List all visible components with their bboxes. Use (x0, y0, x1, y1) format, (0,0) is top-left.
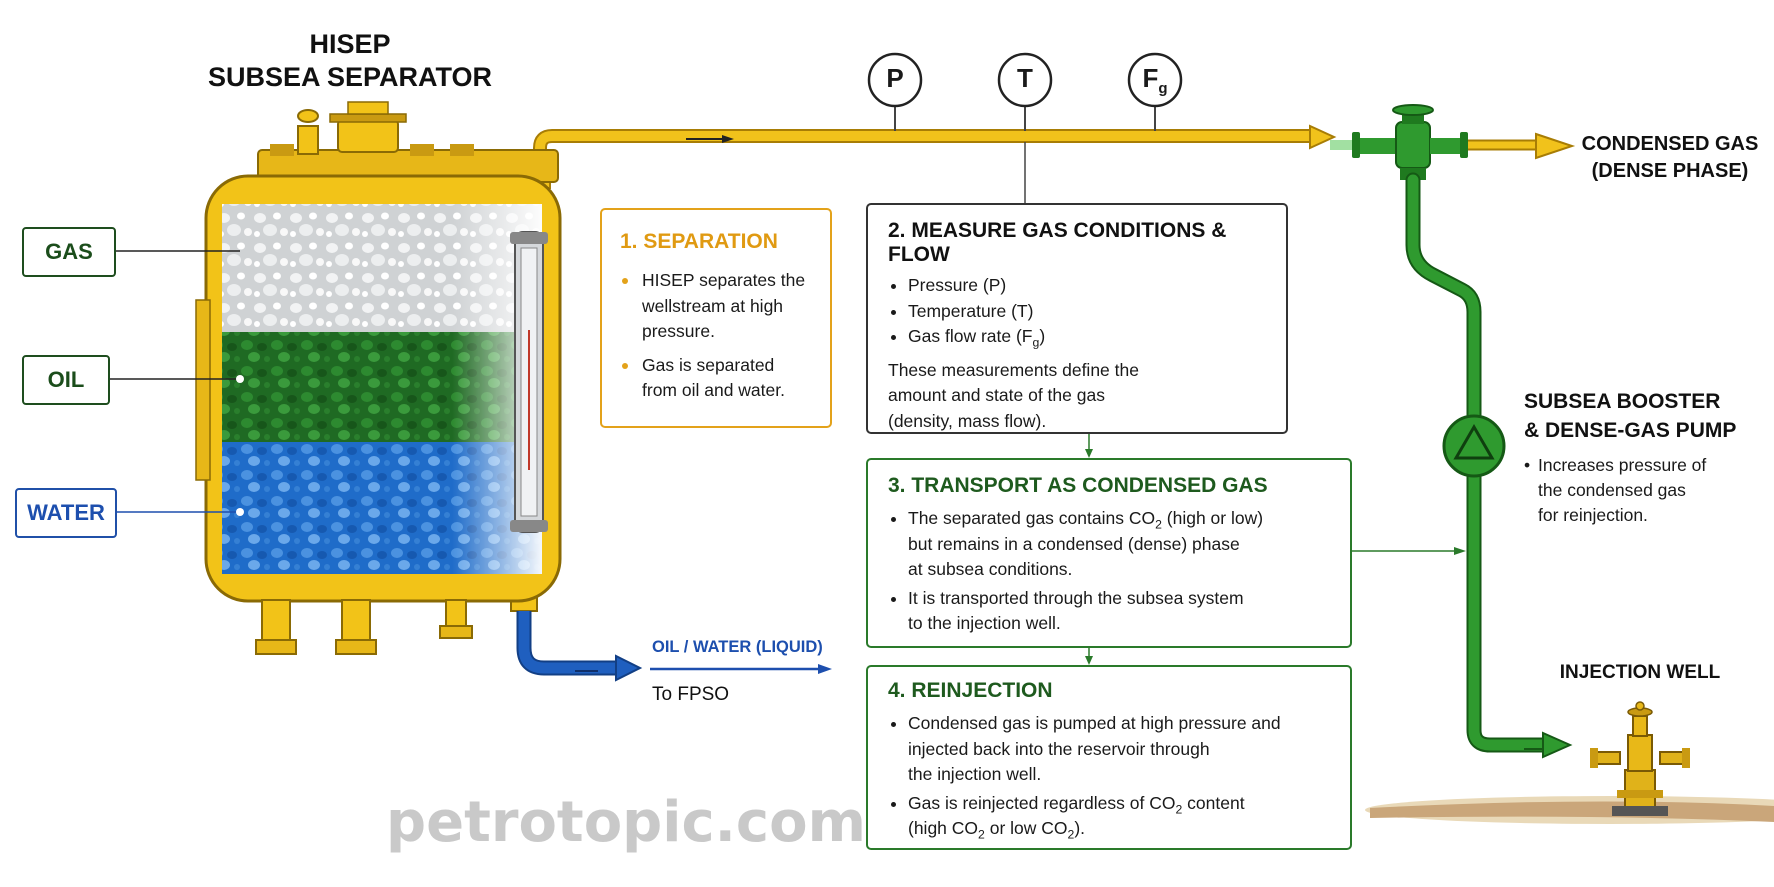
injection-well-icon (1590, 701, 1690, 816)
step-reinjection-box: 4. REINJECTION Condensed gas is pumped a… (866, 665, 1352, 850)
step-2-bullet: Gas flow rate (Fg) (908, 324, 1266, 350)
step-transport-box: 3. TRANSPORT AS CONDENSED GAS The separa… (866, 458, 1352, 648)
pump-icon (1442, 414, 1506, 478)
step-3-bullet: It is transported through the subsea sys… (908, 586, 1330, 637)
title-line-1: HISEP (309, 29, 391, 59)
injection-well-label: INJECTION WELL (1559, 662, 1721, 683)
step-1-title: 1. SEPARATION (620, 230, 778, 253)
title-line-2: SUBSEA SEPARATOR (207, 62, 493, 92)
step-2-title: 2. MEASURE GAS CONDITIONS & FLOW (888, 219, 1227, 266)
watermark: petrotopic.com (386, 790, 866, 855)
liquid-destination-label: To FPSO (652, 684, 730, 705)
seabed-line (1370, 801, 1774, 822)
oil-phase-label: OIL (22, 355, 110, 405)
step-2-bullet: Pressure (P) (908, 273, 1266, 299)
step-3-bullet: The separated gas contains CO2 (high or … (908, 506, 1330, 583)
step-1-bullet: Gas is separated from oil and water. (620, 353, 812, 404)
step-4-title: 4. REINJECTION (888, 679, 1053, 702)
separator-vessel-icon (195, 101, 562, 655)
step-2-note: These measurements define the amount and… (888, 359, 1139, 431)
page-title: HISEP SUBSEA SEPARATOR (200, 28, 500, 94)
step-separation-box: 1. SEPARATION HISEP separates the wellst… (600, 208, 832, 428)
dense-gas-pipe (1405, 172, 1573, 759)
step-1-bullet: HISEP separates the wellstream at high p… (620, 268, 812, 345)
liquid-pipe (510, 594, 832, 682)
temperature-instrument-label: T (1017, 63, 1033, 93)
temperature-gauge-icon (997, 52, 1053, 108)
flow-instrument-label: Fg (1142, 63, 1168, 98)
pressure-instrument-label: P (886, 63, 904, 93)
pump-description: • Increases pressure of the condensed ga… (1524, 455, 1707, 525)
step-3-title: 3. TRANSPORT AS CONDENSED GAS (888, 474, 1268, 497)
condensed-gas-label: CONDENSED GAS (DENSE PHASE) (1581, 133, 1759, 182)
step-4-bullet: Condensed gas is pumped at high pressure… (908, 711, 1330, 788)
step-4-bullet: Gas is reinjected regardless of CO2 cont… (908, 791, 1330, 842)
flow-meter-icon (1127, 52, 1183, 108)
valve-icon (1330, 104, 1576, 180)
step-measure-box: 2. MEASURE GAS CONDITIONS & FLOW Pressur… (866, 203, 1288, 434)
pressure-gauge-icon (867, 52, 923, 108)
water-phase-label: WATER (15, 488, 117, 538)
instruments (867, 52, 1183, 203)
pump-label: SUBSEA BOOSTER & DENSE-GAS PUMP • Increa… (1524, 387, 1764, 528)
gas-pipe (529, 124, 1337, 192)
liquid-outlet-label: OIL / WATER (LIQUID) (652, 638, 823, 656)
step-2-bullet: Temperature (T) (908, 299, 1266, 325)
gas-phase-label: GAS (22, 227, 116, 277)
